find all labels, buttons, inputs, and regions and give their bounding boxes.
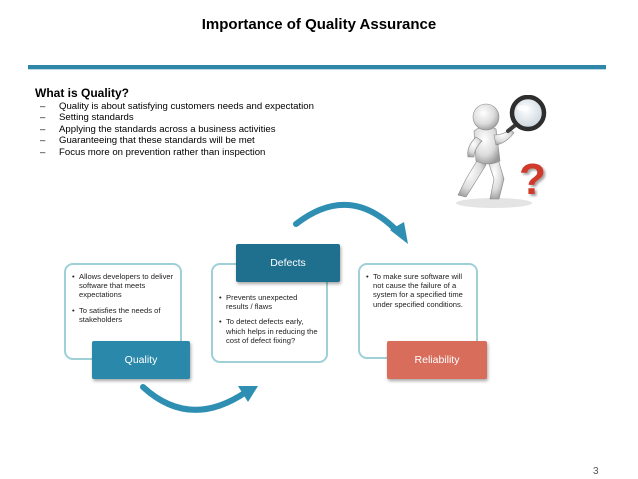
arrow-head-top xyxy=(390,222,408,244)
list-item: – Focus more on prevention rather than in… xyxy=(35,147,314,158)
defects-label: Defects xyxy=(236,244,340,282)
title-divider xyxy=(28,65,606,69)
list-item: •Prevents unexpected results / flaws xyxy=(219,293,298,312)
dash-marker: – xyxy=(40,112,46,124)
list-item: – Quality is about satisfying customers n… xyxy=(35,101,314,112)
slide-title: Importance of Quality Assurance xyxy=(201,16,437,33)
list-item: •To make sure software will not cause th… xyxy=(366,272,463,309)
title-divider-shadow xyxy=(28,69,606,70)
list-item-text: Applying the standards across a business… xyxy=(59,123,276,135)
question-mark-icon: ? xyxy=(519,155,546,204)
section-heading: What is Quality? xyxy=(35,86,130,100)
dash-marker: – xyxy=(40,101,46,112)
arrow-quality-to-defects xyxy=(140,384,249,413)
quality-label: Quality xyxy=(92,341,190,379)
arrow-head-bottom xyxy=(238,386,258,402)
list-item: •To satisfies the needs of stakeholders xyxy=(72,305,161,324)
list-item: – Setting standards xyxy=(35,112,314,123)
dash-marker: – xyxy=(40,135,46,147)
person-with-magnifier-illustration xyxy=(456,95,547,208)
list-item: •To detect defects early, which helps in… xyxy=(219,317,318,345)
list-item-text: Quality is about satisfying customers ne… xyxy=(59,101,314,112)
arrow-defects-to-reliability xyxy=(293,201,401,235)
list-item: – Applying the standards across a busines… xyxy=(35,124,314,135)
reliability-label: Reliability xyxy=(387,341,487,379)
list-item: – Guaranteeing that these standards will … xyxy=(35,135,314,146)
list-item-text: Setting standards xyxy=(59,112,134,124)
page-number: 3 xyxy=(593,466,599,477)
list-item: •Allows developers to deliver software t… xyxy=(72,272,174,300)
list-item-text: Guaranteeing that these standards will b… xyxy=(59,135,255,147)
dash-marker: – xyxy=(40,146,46,158)
quality-definition-list: – Quality is about satisfying customers n… xyxy=(35,101,314,158)
list-item-text: Focus more on prevention rather than ins… xyxy=(59,146,266,158)
dash-marker: – xyxy=(40,123,46,135)
